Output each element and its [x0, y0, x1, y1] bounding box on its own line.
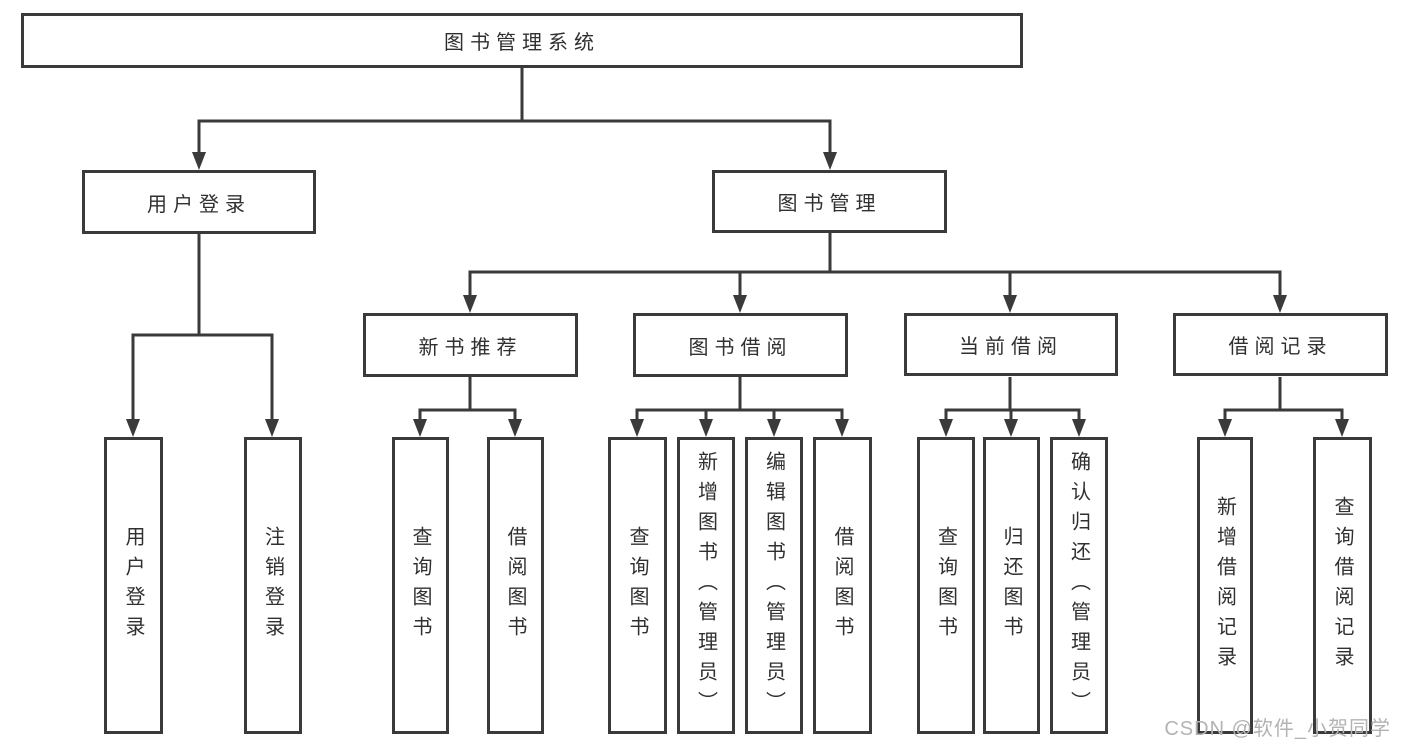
csdn-watermark: CSDN @软件_小贺同学 [1164, 718, 1391, 740]
leaf-borrow-books-recommend: 借阅图书 [487, 437, 544, 734]
leaf-query-borrow-record: 查询借阅记录 [1313, 437, 1372, 734]
leaf-return-books: 归还图书 [983, 437, 1040, 734]
node-library-system: 图书管理系统 [21, 13, 1023, 68]
leaf-add-books-admin: 新增图书（管理员） [677, 437, 735, 734]
node-borrowing-records: 借阅记录 [1173, 313, 1388, 376]
leaf-borrow-books: 借阅图书 [813, 437, 872, 734]
leaf-add-borrow-record: 新增借阅记录 [1197, 437, 1253, 734]
node-book-management: 图书管理 [712, 170, 947, 233]
leaf-edit-books-admin: 编辑图书（管理员） [745, 437, 803, 734]
node-book-borrowing: 图书借阅 [633, 313, 848, 377]
leaf-query-books-current: 查询图书 [917, 437, 975, 734]
leaf-query-books-recommend: 查询图书 [392, 437, 449, 734]
leaf-query-books-borrowing: 查询图书 [608, 437, 667, 734]
leaf-logout: 注销登录 [244, 437, 302, 734]
node-new-book-recommend: 新书推荐 [363, 313, 578, 377]
node-current-borrowing: 当前借阅 [904, 313, 1118, 376]
node-user-login: 用户登录 [82, 170, 316, 234]
leaf-confirm-return-admin: 确认归还（管理员） [1050, 437, 1108, 734]
leaf-user-login: 用户登录 [104, 437, 163, 734]
